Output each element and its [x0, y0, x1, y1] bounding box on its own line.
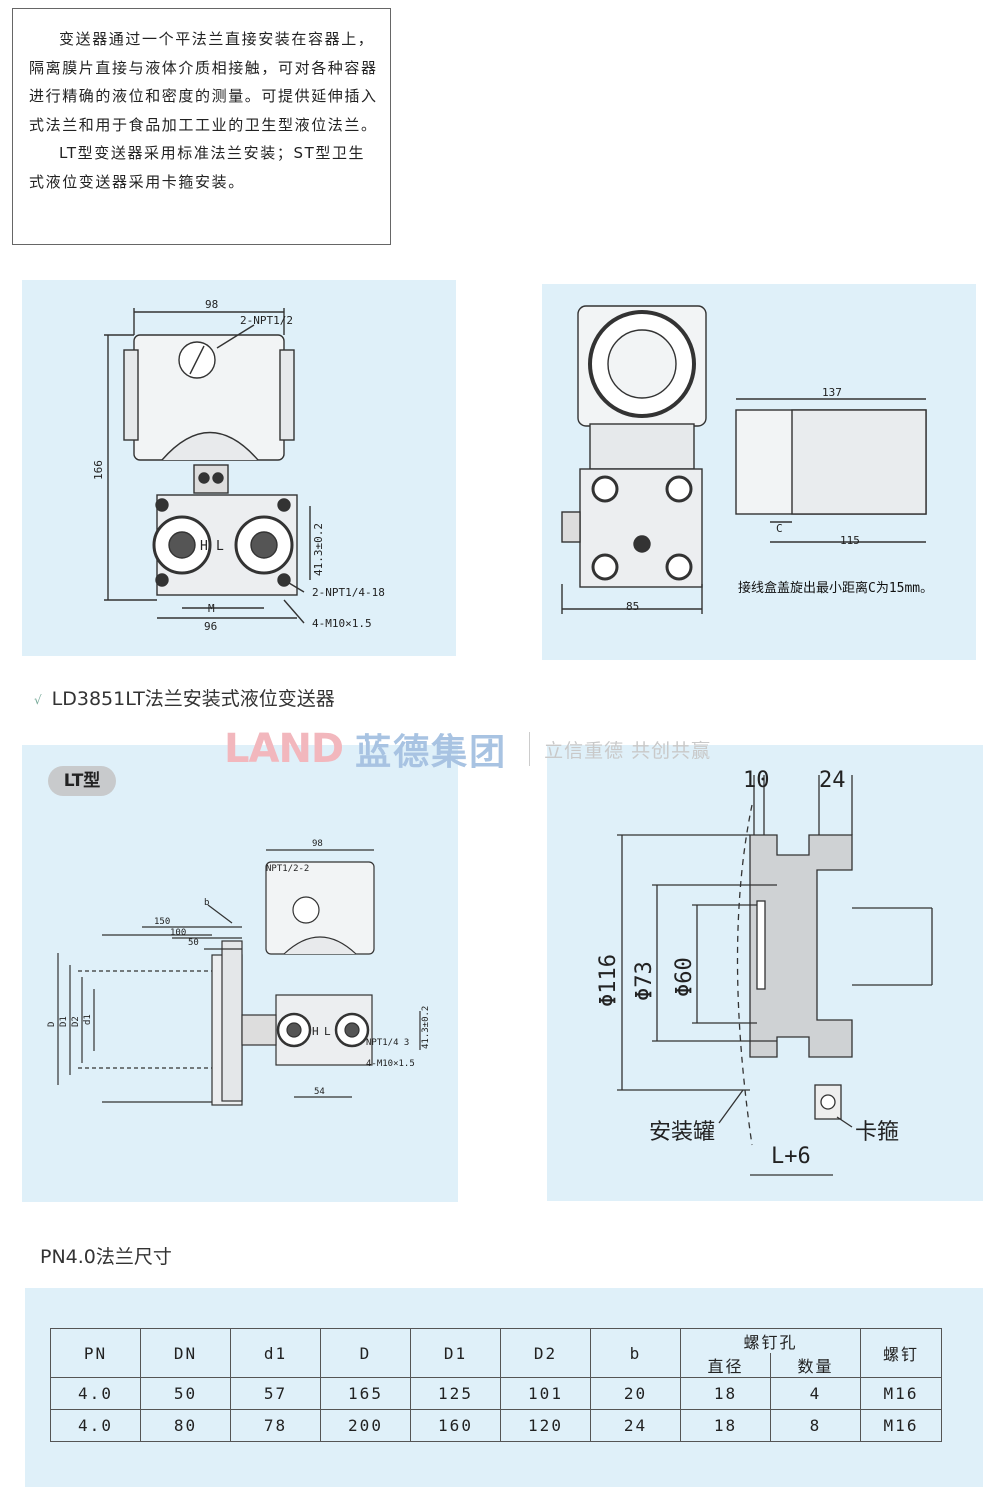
bolt-label: 4-M10×1.5: [312, 617, 372, 630]
cell-bolt: M16: [860, 1377, 942, 1410]
port-top-label: NPT1/2-2: [266, 864, 309, 874]
header-d: D: [320, 1328, 411, 1378]
header-bolt-hole: 螺钉孔: [680, 1328, 861, 1353]
label-h: H: [312, 1025, 319, 1038]
cell-d2: 101: [500, 1377, 591, 1410]
port-bottom-label: 2-NPT1/4-18: [312, 586, 385, 599]
cell-dn: 80: [140, 1409, 231, 1442]
cell-hole-diameter: 18: [680, 1409, 771, 1442]
side-view-drawing: 137 C 115 85 接线盒盖旋出最小距离C为15mm。: [561, 305, 933, 614]
port-top-label: 2-NPT1/2: [240, 314, 293, 327]
dim-137: 137: [822, 386, 842, 399]
header-bolt: 螺钉: [860, 1328, 942, 1378]
label-d2: D2: [71, 1016, 81, 1027]
watermark: LAND 蓝德集团 立信重德 共创共赢: [224, 724, 711, 774]
dim-41-3: 41.3±0.2: [312, 523, 325, 576]
figure-lt-type: 98 NPT1/2-2 b 150 100 50 D D1 D2 d1 H L …: [22, 745, 458, 1202]
dim-100: 100: [170, 928, 186, 938]
label-b: b: [204, 898, 209, 908]
cell-pn: 4.0: [50, 1377, 141, 1410]
subheader-quantity: 数量: [770, 1353, 861, 1378]
cell-d1: 125: [410, 1377, 501, 1410]
dim-150: 150: [154, 917, 170, 927]
header-d1-small: d1: [230, 1328, 321, 1378]
label-m: M: [208, 602, 215, 615]
header-dn: DN: [140, 1328, 231, 1378]
cell-d1-small: 78: [230, 1409, 321, 1442]
label-c: C: [776, 522, 783, 535]
flange-dimension-table: PN DN d1 D D1 D2 b 螺钉孔 螺钉 直径 数量 4.0 50 5…: [50, 1328, 942, 1442]
cell-hole-diameter: 18: [680, 1377, 771, 1410]
dim-73: Φ73: [632, 961, 657, 1001]
table-subheader-row: 直径 数量: [51, 1353, 942, 1378]
intro-textbox: 变送器通过一个平法兰直接安装在容器上，隔离膜片直接与液体介质相接触，可对各种容器…: [12, 8, 391, 245]
cell-d: 165: [320, 1377, 411, 1410]
product-title-text: LD3851LT法兰安装式液位变送器: [51, 688, 335, 710]
header-d1: D1: [410, 1328, 501, 1378]
lt-type-drawing: 98 NPT1/2-2 b 150 100 50 D D1 D2 d1 H L …: [47, 839, 431, 1106]
cell-hole-quantity: 8: [770, 1409, 861, 1442]
watermark-slogan: 立信重德 共创共赢: [544, 739, 712, 762]
cell-b: 20: [590, 1377, 681, 1410]
header-b: b: [590, 1328, 681, 1378]
front-view-drawing: 98 2-NPT1/2 166 41.3±0.2 H L 2-NPT1/4-18…: [92, 298, 385, 633]
lt-type-badge: LT型: [48, 766, 116, 796]
watermark-divider: [529, 732, 531, 766]
label-mounting-tank: 安装罐: [649, 1120, 715, 1145]
cell-d: 200: [320, 1409, 411, 1442]
dim-l-plus-6: L+6: [771, 1144, 811, 1169]
bolt-label: 4-M10×1.5: [366, 1059, 415, 1069]
cell-pn: 4.0: [50, 1409, 141, 1442]
dim-115: 115: [840, 534, 860, 547]
label-d: D: [47, 1022, 57, 1027]
cell-b: 24: [590, 1409, 681, 1442]
cell-d2: 120: [500, 1409, 591, 1442]
dim-85: 85: [626, 600, 639, 613]
figure-front-view: 98 2-NPT1/2 166 41.3±0.2 H L 2-NPT1/4-18…: [22, 280, 456, 656]
label-l: L: [324, 1025, 331, 1038]
label-l: L: [216, 539, 224, 554]
header-pn: PN: [50, 1328, 141, 1378]
dim-10: 10: [743, 768, 770, 793]
checkmark-icon: √: [34, 692, 42, 707]
table-row: 4.0 80 78 200 160 120 24 18 8 M16: [50, 1409, 942, 1442]
dim-60: Φ60: [672, 957, 697, 997]
dim-166: 166: [92, 460, 105, 480]
dim-116: Φ116: [596, 954, 621, 1007]
label-d1-small: d1: [83, 1014, 93, 1025]
cell-d1-small: 57: [230, 1377, 321, 1410]
figure-side-view: 137 C 115 85 接线盒盖旋出最小距离C为15mm。: [542, 284, 976, 660]
header-d2: D2: [500, 1328, 591, 1378]
label-d1: D1: [59, 1016, 69, 1027]
port-side-label: NPT1/4 3: [366, 1038, 409, 1048]
cell-bolt: M16: [860, 1409, 942, 1442]
dim-24: 24: [819, 768, 846, 793]
cell-d1: 160: [410, 1409, 501, 1442]
table-title: PN4.0法兰尺寸: [40, 1246, 172, 1268]
product-title: √ LD3851LT法兰安装式液位变送器: [34, 684, 335, 711]
cell-hole-quantity: 4: [770, 1377, 861, 1410]
cell-dn: 50: [140, 1377, 231, 1410]
intro-paragraph-2: LT型变送器采用标准法兰安装；ST型卫生式液位变送器采用卡箍安装。: [29, 144, 366, 191]
table-header-row: PN DN d1 D D1 D2 b 螺钉孔 螺钉: [50, 1328, 942, 1378]
table-row: 4.0 50 57 165 125 101 20 18 4 M16: [50, 1377, 942, 1410]
dim-98: 98: [312, 839, 323, 849]
intro-paragraph-1: 变送器通过一个平法兰直接安装在容器上，隔离膜片直接与液体介质相接触，可对各种容器…: [29, 30, 378, 134]
dim-98: 98: [205, 298, 218, 311]
label-h: H: [200, 539, 208, 554]
watermark-company-name: 蓝德集团: [355, 732, 508, 773]
figure-sanitary-flange: 10 24 Φ116 Φ73 Φ60 安装罐 卡箍 L+6: [547, 745, 983, 1201]
dim-96: 96: [204, 620, 217, 633]
dim-41-3: 41.3±0.2: [421, 1006, 431, 1049]
dim-50: 50: [188, 938, 199, 948]
sanitary-flange-drawing: 10 24 Φ116 Φ73 Φ60 安装罐 卡箍 L+6: [596, 768, 933, 1176]
junction-note: 接线盒盖旋出最小距离C为15mm。: [738, 580, 933, 596]
label-clamp: 卡箍: [855, 1120, 899, 1145]
subheader-diameter: 直径: [680, 1353, 771, 1378]
watermark-logo: LAND: [224, 726, 344, 772]
dim-54: 54: [314, 1087, 325, 1097]
